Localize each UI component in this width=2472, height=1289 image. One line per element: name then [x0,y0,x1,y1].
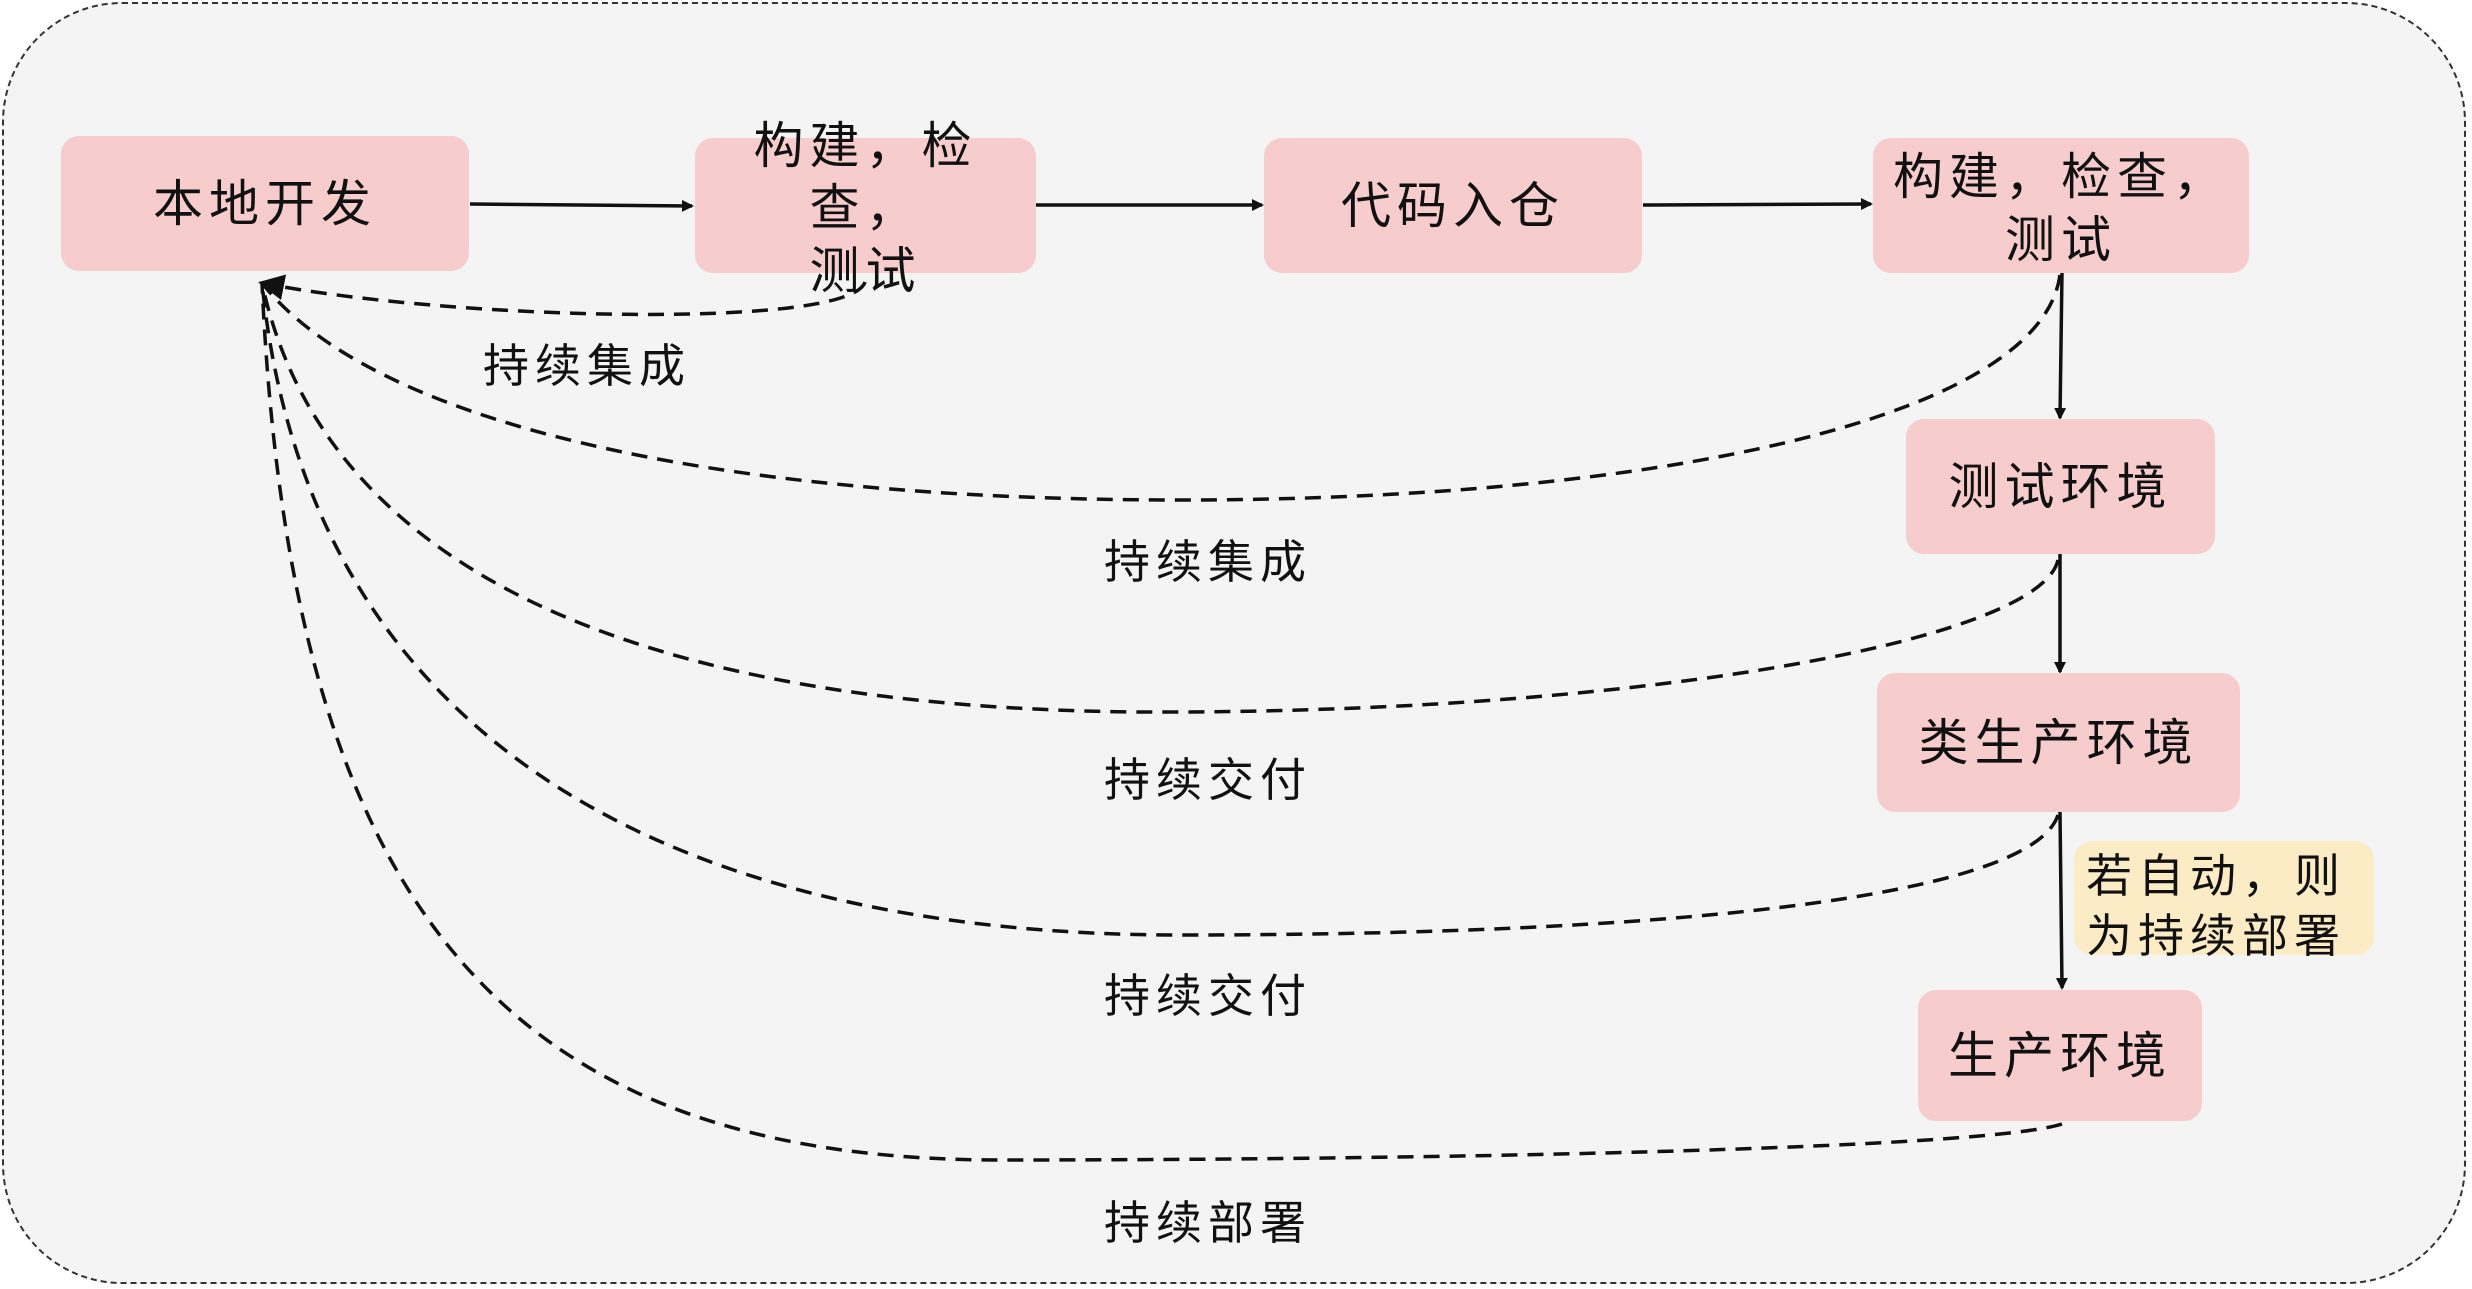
arrow-checkin-to-build2 [1642,198,1873,211]
node-build-check-test-1: 构建，检查， 测试 [695,117,1036,300]
arrow-staging-to-prod [2055,811,2068,990]
label-continuous-integration-2: 持续集成 [1104,535,1312,589]
node-production-environment: 生产环境 [1918,990,2202,1121]
note-auto-deploy-line1: 若自动，则 [2086,849,2346,903]
feedback-ci-long [260,274,2062,502]
node-build-check-test-1-line1: 构建，检查， [753,116,978,238]
node-staging-environment-label: 类生产环境 [1918,713,2199,772]
node-build-check-test-2: 构建，检查， 测试 [1873,138,2249,273]
label-continuous-deployment: 持续部署 [1104,1196,1312,1250]
node-build-check-test-2-line2: 测试 [2005,210,2117,269]
node-local-development-label: 本地开发 [153,174,377,233]
feedback-cd-test [260,282,2060,714]
label-continuous-delivery-1: 持续交付 [1104,753,1312,807]
node-code-checkin-label: 代码入仓 [1341,176,1565,235]
node-production-environment-label: 生产环境 [1948,1026,2172,1085]
feedback-deploy [260,282,2063,1162]
node-build-check-test-1-line2: 测试 [809,241,922,300]
node-test-environment-label: 测试环境 [1948,457,2173,516]
node-code-checkin: 代码入仓 [1264,138,1642,273]
feedback-ci-short [258,274,867,317]
node-test-environment: 测试环境 [1906,419,2215,554]
arrow-local-to-build1 [469,199,694,212]
label-continuous-integration-1: 持续集成 [483,339,691,393]
node-staging-environment: 类生产环境 [1877,673,2240,812]
node-local-development: 本地开发 [61,136,469,271]
arrow-build2-to-testenv [2054,271,2067,420]
label-continuous-delivery-2: 持续交付 [1104,969,1312,1023]
node-build-check-test-2-line1: 构建，检查， [1893,148,2229,206]
note-auto-deploy-line2: 为持续部署 [2086,908,2346,963]
note-auto-deploy: 若自动，则 为持续部署 [2074,841,2374,963]
feedback-cd-staging [260,282,2060,937]
